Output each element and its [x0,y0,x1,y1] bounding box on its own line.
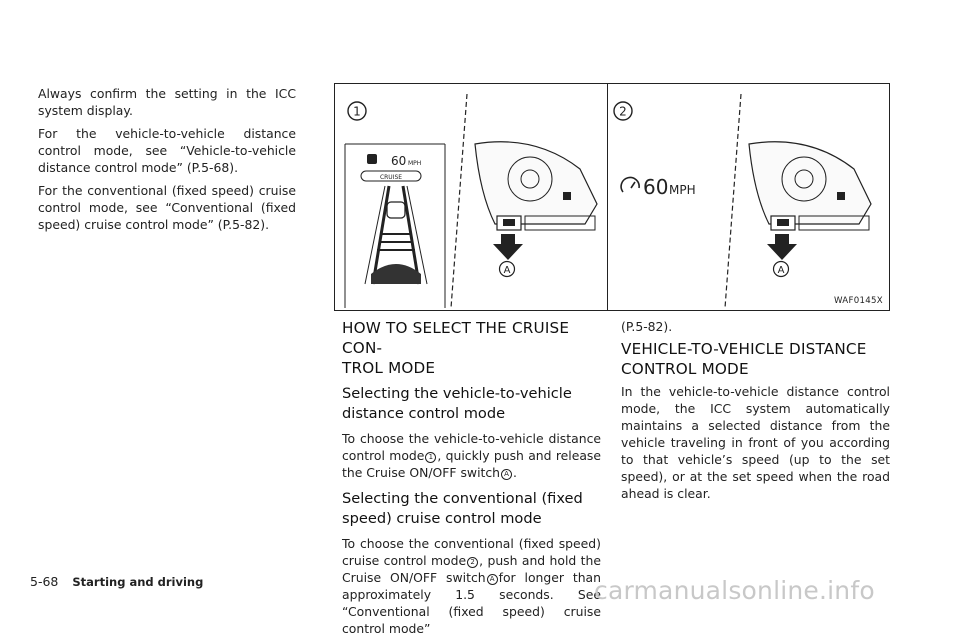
paragraph-distance-control-reference: For the vehicle-to-vehicle distance cont… [38,126,296,175]
cruise-speedometer-icon [620,176,640,193]
figure-divider [607,84,609,310]
marker-a-icon: A [486,574,498,585]
own-vehicle-icon [371,264,421,284]
meter-display-2: 60 MPH [620,175,696,199]
steering-switch-cluster-1 [474,141,598,260]
page-footer: 5-68 Starting and driving [30,574,203,589]
svg-text:2: 2 [619,105,627,119]
marker-2-icon: 2 [467,557,479,568]
svg-text:1: 1 [353,105,361,119]
marker-a-icon: A [501,469,513,480]
panel-2-number-badge: 2 [613,101,633,121]
figure-cruise-mode-illustration: 1 60 MPH CRUISE [334,83,890,311]
svg-text:60: 60 [391,154,406,168]
paragraph-distance-control-description: In the vehicle-to-vehicle distance contr… [621,384,890,501]
arrow-indicator-1 [493,234,523,260]
windshield-pillar-line [450,93,468,309]
switch-marker-a-2: A [772,260,790,278]
paragraph-continued-reference: (P.5-82). [621,319,673,334]
switch-marker-a-1: A [498,260,516,278]
vehicle-ahead-icon [367,154,377,164]
page-number: 5-68 [30,574,59,589]
panel-1-number-badge: 1 [347,101,367,121]
svg-text:A: A [504,265,511,276]
svg-text:A: A [778,265,785,276]
svg-text:MPH: MPH [408,160,421,167]
meter-display-1: 60 MPH CRUISE [344,143,446,308]
paragraph-select-conventional-mode: To choose the conventional (fixed speed)… [342,536,602,636]
windshield-pillar-line-2 [724,93,742,309]
steering-switch-cluster-2 [748,141,872,260]
paragraph-confirm-setting: Always confirm the setting in the ICC sy… [38,86,296,118]
lead-vehicle-icon [386,201,406,219]
middle-column: HOW TO SELECT THE CRUISE CON-TROL MODE S… [342,318,601,637]
watermark: carmanualsonline.info [594,576,875,605]
section-heading-select-mode: HOW TO SELECT THE CRUISE CON-TROL MODE [342,319,570,377]
figure-panel-2: 2 60 MPH A [613,93,872,309]
figure-code: WAF0145X [833,296,883,306]
marker-1-icon: 1 [425,452,437,463]
paragraph-select-distance-mode: To choose the vehicle-to-vehicle distanc… [342,431,602,480]
section-name: Starting and driving [72,575,204,589]
paragraph-conventional-reference: For the conventional (fixed speed) cruis… [38,183,296,232]
svg-text:60: 60 [643,175,668,199]
arrow-indicator-2 [767,234,797,260]
svg-text:CRUISE: CRUISE [380,174,402,181]
left-column: Always confirm the setting in the ICC sy… [38,85,296,239]
figure-panel-1: 1 60 MPH CRUISE [344,93,598,309]
svg-text:MPH: MPH [669,183,696,197]
